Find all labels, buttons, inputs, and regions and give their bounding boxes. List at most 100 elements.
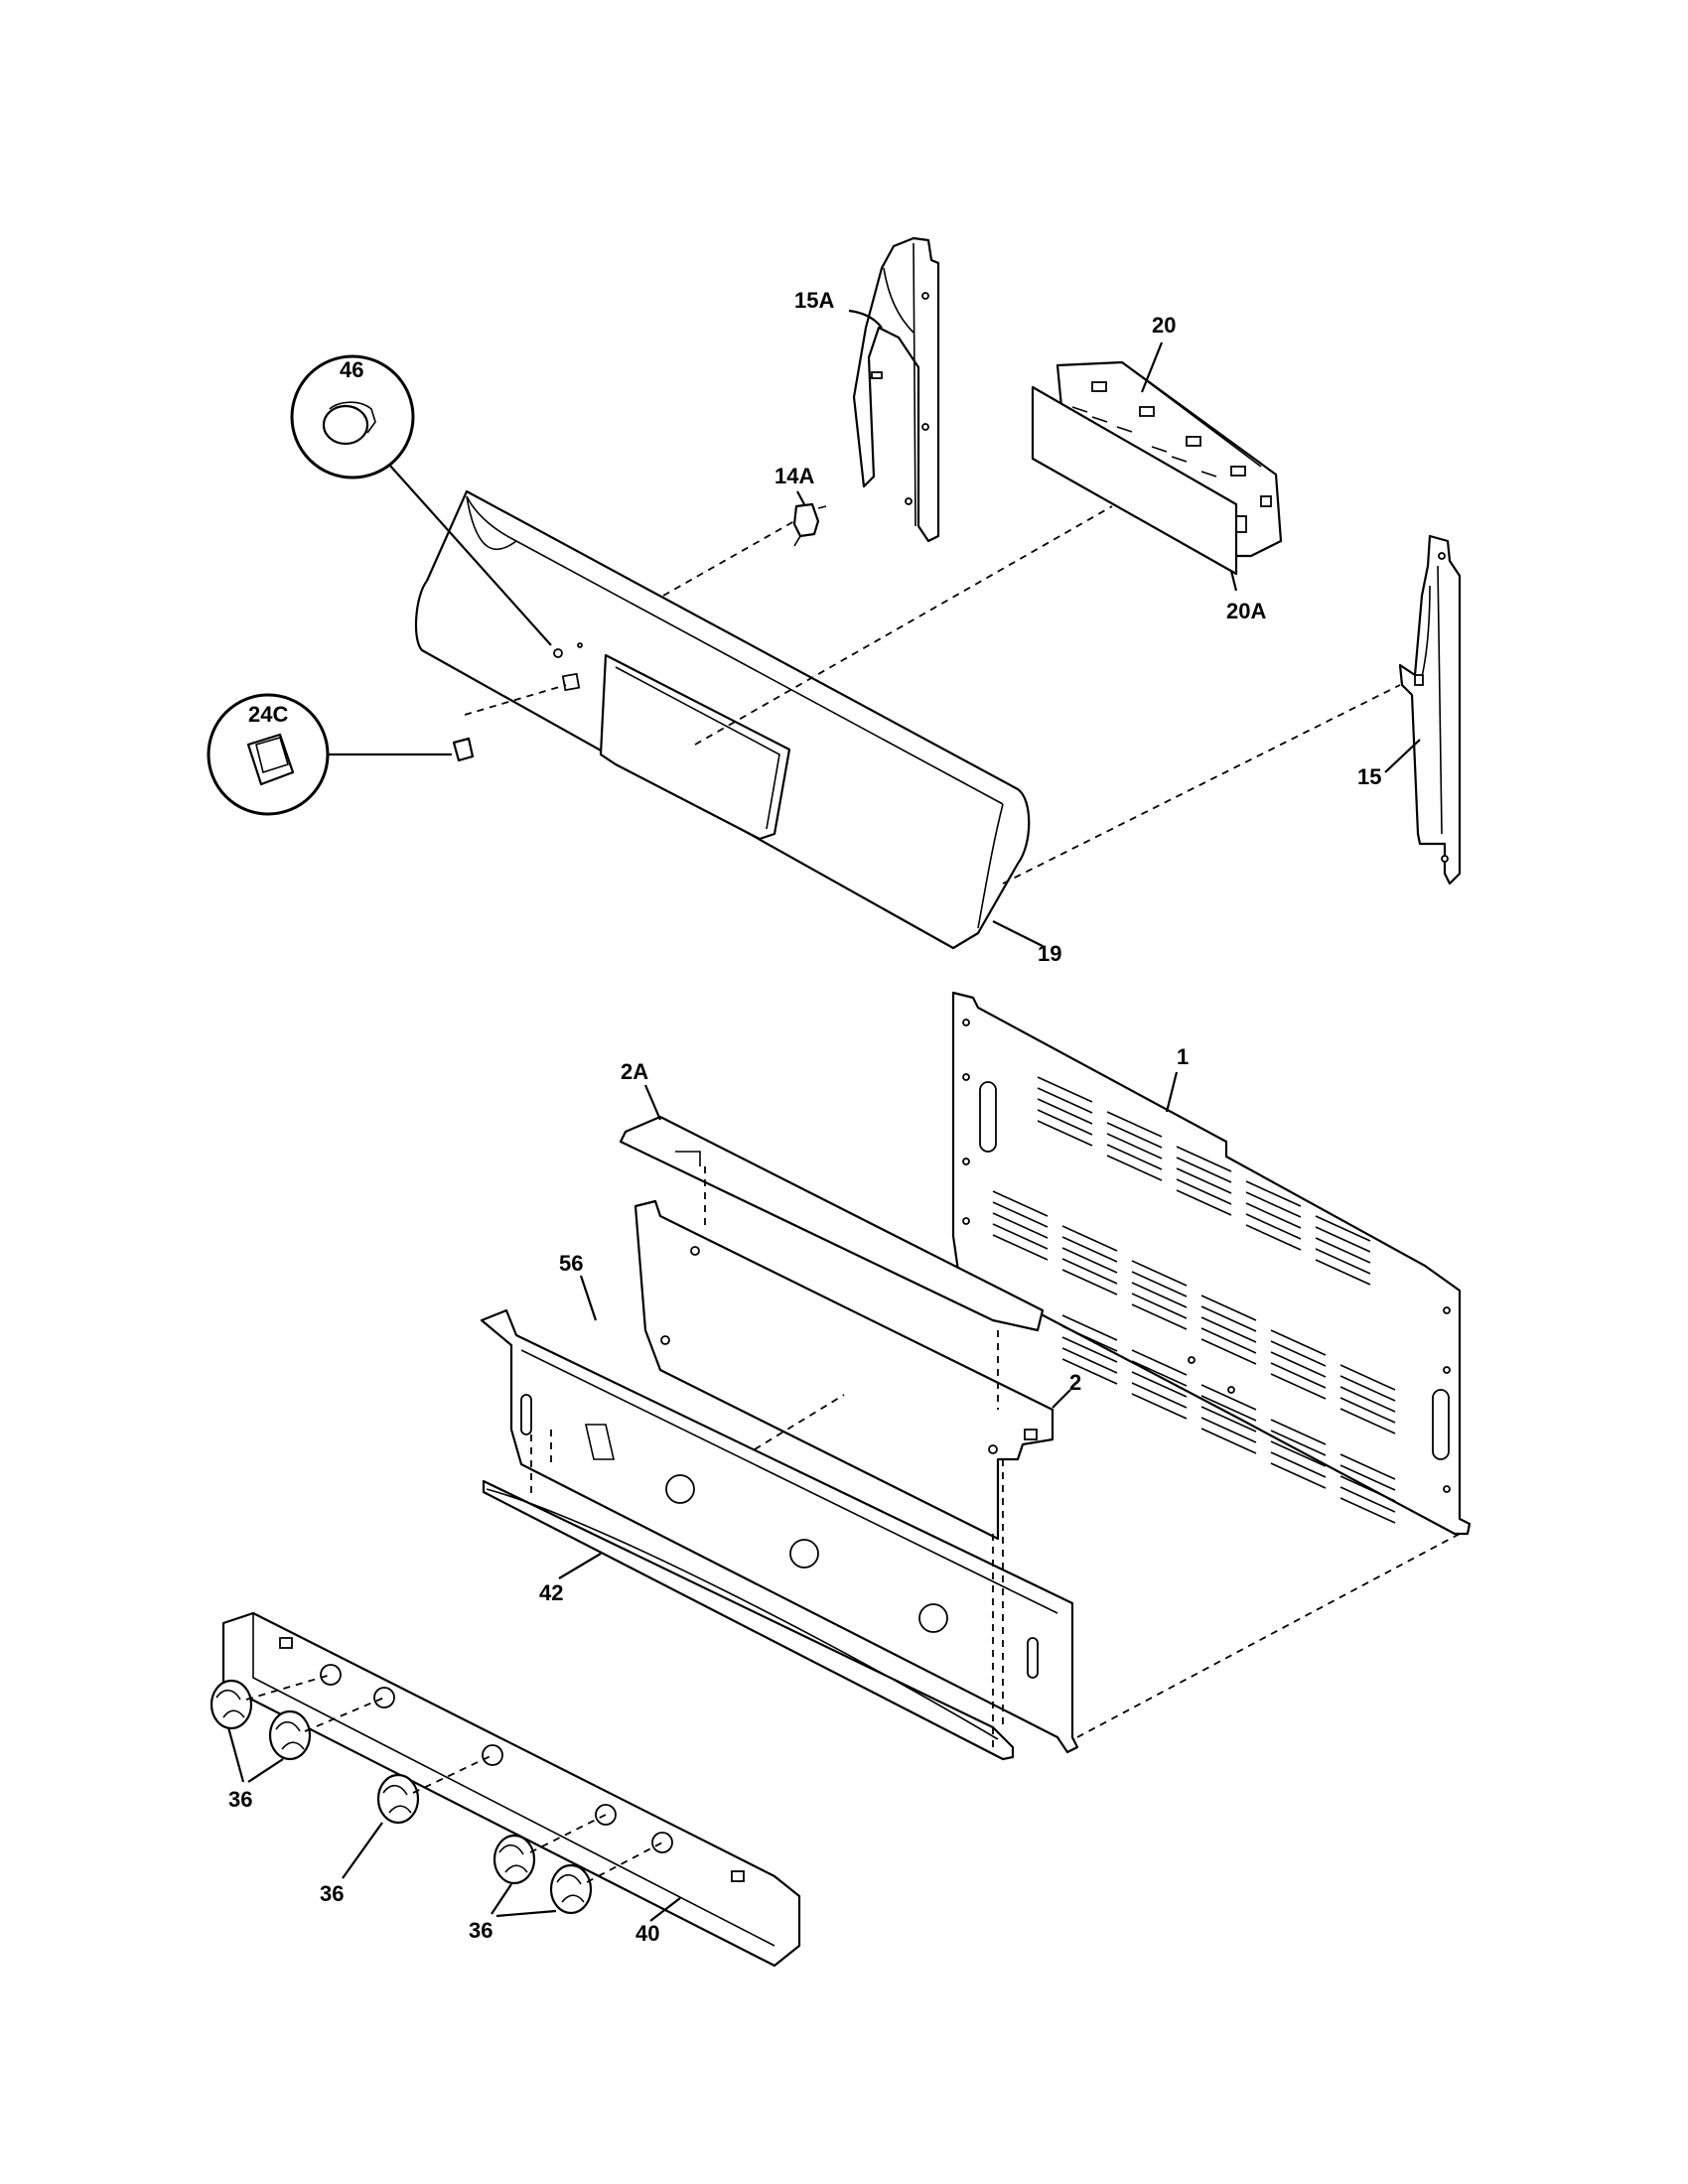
- vent-slot: [1200, 1406, 1257, 1433]
- knob-36-4[interactable]: [492, 1834, 536, 1885]
- callout-14a: 14A: [774, 464, 814, 488]
- vent-slot: [992, 1190, 1049, 1217]
- knob-36-2[interactable]: [268, 1709, 312, 1761]
- callout-2: 2: [1069, 1370, 1081, 1395]
- callout-19: 19: [1038, 941, 1061, 966]
- vent-slot: [1270, 1362, 1327, 1389]
- vent-slot: [1037, 1120, 1093, 1147]
- vent-slot: [1037, 1076, 1093, 1103]
- vent-slot: [1270, 1462, 1327, 1489]
- vent-slot: [1270, 1430, 1327, 1456]
- callout-56: 56: [559, 1251, 583, 1276]
- vent-slot: [1061, 1358, 1118, 1385]
- alignment-lines: [245, 505, 1461, 1883]
- callout-20a: 20A: [1226, 599, 1266, 623]
- vent-slot: [1106, 1122, 1163, 1149]
- vent-slot: [1131, 1382, 1188, 1409]
- vent-slot: [1339, 1408, 1396, 1434]
- callout-36-b: 36: [320, 1881, 344, 1906]
- vent-slot: [1061, 1336, 1118, 1363]
- callout-42: 42: [539, 1580, 563, 1605]
- vent-slot: [1245, 1224, 1302, 1251]
- vent-slot: [1339, 1497, 1396, 1524]
- knob-36-5[interactable]: [549, 1863, 593, 1915]
- callout-46: 46: [340, 357, 363, 382]
- vent-slot: [1176, 1146, 1232, 1172]
- vent-slot: [1270, 1440, 1327, 1467]
- vent-slot: [1339, 1475, 1396, 1502]
- vent-slot: [1339, 1364, 1396, 1391]
- vent-slot: [1270, 1340, 1327, 1367]
- vent-slot: [1339, 1453, 1396, 1480]
- vent-slot: [1061, 1225, 1118, 1252]
- end-trim-bracket-15a[interactable]: [852, 236, 940, 543]
- vent-slot: [992, 1212, 1049, 1239]
- vent-slot: [1131, 1349, 1188, 1376]
- switch-14a[interactable]: [792, 502, 827, 547]
- vent-slot: [1245, 1213, 1302, 1240]
- callout-20: 20: [1152, 313, 1176, 338]
- vent-slot: [1131, 1303, 1188, 1330]
- vent-slot: [1339, 1486, 1396, 1513]
- vent-slot: [1131, 1393, 1188, 1420]
- vent-slot: [992, 1201, 1049, 1228]
- vent-slot: [1176, 1178, 1232, 1205]
- vent-slot: [1106, 1144, 1163, 1170]
- vent-slot: [1315, 1215, 1371, 1242]
- rear-panel-1[interactable]: [951, 991, 1472, 1536]
- vent-slot: [1061, 1258, 1118, 1285]
- vent-slot: [1061, 1325, 1118, 1352]
- vent-slot: [1339, 1386, 1396, 1413]
- vent-slot: [1061, 1247, 1118, 1274]
- vent-slot: [1061, 1314, 1118, 1341]
- callout-1: 1: [1177, 1044, 1189, 1069]
- vent-slot: [1106, 1155, 1163, 1181]
- vent-slot: [1200, 1338, 1257, 1365]
- overlay-20a[interactable]: [1031, 385, 1238, 576]
- control-panel-19[interactable]: [414, 489, 1031, 950]
- vent-slot: [1270, 1419, 1327, 1445]
- vent-slot: [1270, 1451, 1327, 1478]
- vent-slot: [1315, 1237, 1371, 1264]
- vent-slot: [1061, 1347, 1118, 1374]
- vent-slot: [1315, 1226, 1371, 1253]
- vent-slot: [1176, 1189, 1232, 1216]
- rear-trim-2a[interactable]: [619, 1115, 1045, 1332]
- vent-slot: [1270, 1329, 1327, 1356]
- vent-slot: [1200, 1384, 1257, 1411]
- callout-labels: 46 15A 14A 20 20A 24C 15 19 1 2A 56 2 42…: [228, 288, 1381, 1946]
- manifold-panel-56[interactable]: [480, 1308, 1079, 1754]
- leader-lines: [226, 309, 1421, 1922]
- vent-slot: [1037, 1109, 1093, 1136]
- callout-24c: 24C: [248, 702, 288, 727]
- vent-slot: [1131, 1371, 1188, 1398]
- vent-slot: [1106, 1133, 1163, 1160]
- callout-15a: 15A: [794, 288, 834, 313]
- vent-slot: [1176, 1157, 1232, 1183]
- vent-slot: [1131, 1360, 1188, 1387]
- vent-slot: [1106, 1111, 1163, 1138]
- vent-slot: [1270, 1351, 1327, 1378]
- knob-36-3[interactable]: [376, 1773, 420, 1825]
- vent-slot: [992, 1223, 1049, 1250]
- callout-40: 40: [635, 1921, 659, 1946]
- vent-slot: [1200, 1295, 1257, 1321]
- vent-slots: [992, 1076, 1396, 1524]
- rear-panel-2[interactable]: [633, 1199, 1055, 1541]
- vent-slot: [1131, 1271, 1188, 1297]
- vent-slot: [1061, 1269, 1118, 1296]
- detail-circle-24c: [207, 693, 475, 816]
- callout-2a: 2A: [621, 1059, 648, 1084]
- vent-slot: [1270, 1373, 1327, 1400]
- callout-15: 15: [1357, 764, 1381, 789]
- vent-slot: [1339, 1464, 1396, 1491]
- end-trim-bracket-15[interactable]: [1398, 534, 1462, 886]
- vent-slot: [1245, 1202, 1302, 1229]
- vent-slot: [1315, 1259, 1371, 1286]
- vent-slot: [1200, 1417, 1257, 1443]
- manifold-panel-40[interactable]: [221, 1611, 801, 1968]
- vent-slot: [1245, 1191, 1302, 1218]
- vent-slot: [1245, 1180, 1302, 1207]
- knob-36-1[interactable]: [210, 1679, 253, 1730]
